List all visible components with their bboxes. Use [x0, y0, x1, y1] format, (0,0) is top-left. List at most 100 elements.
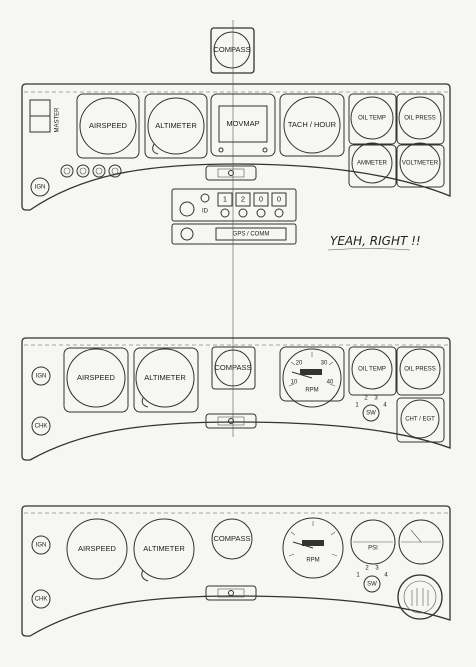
- xpdr-knob-4[interactable]: [274, 208, 284, 218]
- movmap-knob-right[interactable]: [262, 147, 268, 153]
- sw-pos-1: 1: [356, 573, 360, 579]
- airspeed-dial: [66, 518, 128, 580]
- ammeter-dial: [351, 142, 393, 184]
- tach-rpm-label: RPM: [306, 558, 319, 564]
- altimeter-knob[interactable]: [152, 143, 159, 155]
- oil-temp-dial: [351, 348, 393, 390]
- master-label: MASTER: [55, 107, 61, 133]
- sw-pos-1: 1: [355, 403, 359, 409]
- xpdr-knob-2[interactable]: [238, 208, 248, 218]
- breaker-3[interactable]: [92, 164, 106, 178]
- oil-press-bezel: [396, 93, 445, 145]
- sw-pos-3: 3: [375, 566, 379, 572]
- xpdr-digit-4: 0: [277, 194, 281, 203]
- movmap-knob-left[interactable]: [218, 147, 224, 153]
- oil-press-bezel: [396, 346, 445, 396]
- turn-coordinator-ball: [228, 590, 234, 596]
- breaker-2[interactable]: [76, 164, 90, 178]
- xpdr-digit-box-1: [217, 192, 233, 207]
- fuel-combo-dial: [398, 519, 444, 565]
- cht-egt-bezel: [396, 397, 445, 443]
- transponder-box: [171, 188, 297, 222]
- breaker-1[interactable]: [60, 164, 74, 178]
- tach-tick-10: 10: [291, 380, 298, 386]
- tach-dial: [282, 348, 342, 408]
- sw-pos-2: 2: [364, 396, 368, 402]
- ignition-label: IGN: [35, 185, 46, 191]
- xpdr-digit-3: 0: [259, 194, 263, 203]
- ignition-switch[interactable]: [30, 177, 50, 197]
- tach-rpm-label: RPM: [305, 388, 318, 394]
- tach-bezel: [279, 93, 345, 157]
- ignition-switch[interactable]: [31, 366, 51, 386]
- check-label: CHK: [35, 597, 48, 603]
- compass-label-top: COMPASS: [214, 45, 251, 54]
- oil-press-dial: [399, 348, 441, 390]
- airspeed-label: AIRSPEED: [78, 544, 117, 553]
- xpdr-digit-box-3: [253, 192, 269, 207]
- breaker-4[interactable]: [108, 164, 122, 178]
- airspeed-label: AIRSPEED: [77, 373, 116, 382]
- xpdr-knob-1[interactable]: [220, 208, 230, 218]
- turn-coordinator-window: [217, 416, 245, 426]
- altimeter-bezel: [133, 347, 199, 413]
- sw-pos-4: 4: [384, 573, 388, 579]
- oil-psi-label: PSI: [368, 546, 378, 552]
- altimeter-knob[interactable]: [141, 397, 149, 408]
- oil-press-label: OIL PRESS: [404, 116, 435, 122]
- voltmeter-label: VOLTMETER: [402, 161, 439, 167]
- oil-combo-dial: [350, 519, 396, 565]
- voltmeter-bezel: [396, 144, 445, 188]
- xpdr-digit-box-4: [271, 192, 287, 207]
- compass-box-top: [210, 27, 255, 74]
- turn-coordinator: [205, 585, 257, 601]
- compass-dial: [214, 349, 252, 387]
- tach-dial: [282, 517, 344, 579]
- tach-tick-40: 40: [327, 380, 334, 386]
- altimeter-label: ALTIMETER: [143, 544, 185, 553]
- sw-pos-4: 4: [383, 403, 387, 409]
- compass-dial: [211, 518, 253, 560]
- compass-box: [211, 346, 256, 390]
- tach-hour-counter: [302, 540, 324, 546]
- cht-egt-inner-ring: [403, 580, 437, 614]
- selector-switch[interactable]: [363, 575, 381, 593]
- airspeed-dial: [79, 97, 137, 155]
- altimeter-dial: [135, 348, 195, 408]
- panel-3-outline: [21, 505, 451, 637]
- xpdr-digit-box-2: [235, 192, 251, 207]
- check-switch[interactable]: [31, 589, 51, 609]
- airspeed-bezel: [63, 347, 129, 413]
- sw-pos-2: 2: [365, 566, 369, 572]
- compass-label: COMPASS: [214, 534, 251, 543]
- gps-comm-knob[interactable]: [180, 227, 194, 241]
- cht-egt-label: CHT / EGT: [405, 417, 435, 423]
- turn-coordinator-ball: [228, 170, 234, 176]
- tach-needle: [292, 541, 314, 549]
- handwritten-note: YEAH, RIGHT !!: [330, 234, 421, 248]
- turn-coordinator-window: [217, 168, 245, 178]
- selector-switch[interactable]: [362, 404, 380, 422]
- selector-switch-label: SW: [366, 411, 376, 417]
- oil-temp-label: OIL TEMP: [358, 367, 386, 373]
- altimeter-label: ALTIMETER: [155, 121, 197, 130]
- tach-tick-30: 30: [321, 361, 328, 367]
- cht-egt-bars: [411, 588, 429, 606]
- oil-temp-bezel: [348, 346, 397, 396]
- altimeter-label: ALTIMETER: [144, 373, 186, 382]
- altimeter-dial: [133, 518, 195, 580]
- tach-hour-counter: [300, 369, 322, 375]
- cht-egt-dial: [397, 574, 443, 620]
- transponder-knob[interactable]: [179, 201, 195, 217]
- check-switch[interactable]: [31, 416, 51, 436]
- compass-label: COMPASS: [215, 363, 252, 372]
- ident-button[interactable]: [200, 193, 210, 203]
- airspeed-label: AIRSPEED: [89, 121, 128, 130]
- check-label: CHK: [35, 424, 48, 430]
- ignition-switch[interactable]: [31, 535, 51, 555]
- movmap-screen: [218, 105, 268, 143]
- altimeter-knob[interactable]: [141, 569, 149, 582]
- xpdr-knob-3[interactable]: [256, 208, 266, 218]
- panel-3: IGN CHK AIRSPEED ALTIMETER COMPASS RPM P…: [21, 505, 451, 637]
